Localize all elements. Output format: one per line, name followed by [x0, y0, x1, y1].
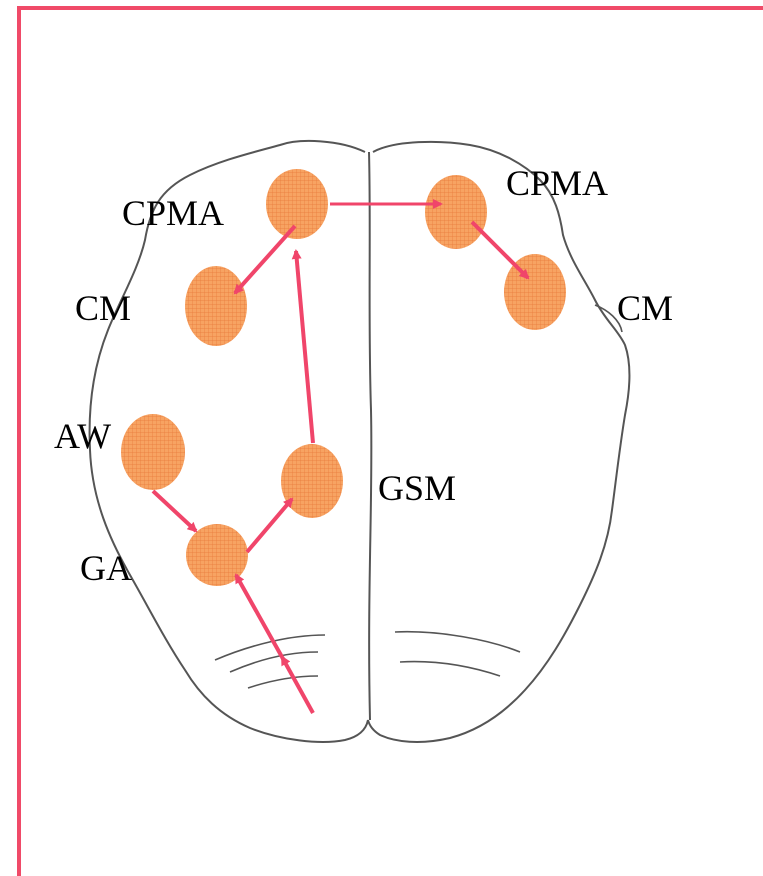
node-cpma-right — [425, 175, 487, 249]
label-cpma-right: CPMA — [506, 165, 608, 201]
arrow-aw-to-ga — [153, 491, 196, 531]
label-cm-left: CM — [75, 290, 131, 326]
label-gsm: GSM — [378, 470, 456, 506]
label-cm-right: CM — [617, 290, 673, 326]
arrow-input-to-ga-1 — [282, 657, 313, 713]
right-hemisphere-outline — [368, 142, 630, 742]
arrow-cpma-right-to-cm-right — [472, 222, 528, 278]
arrow-cpma-left-to-cm-left — [235, 226, 295, 293]
node-gsm — [281, 444, 343, 518]
node-aw — [121, 414, 185, 490]
left-fold-3 — [248, 676, 318, 688]
left-fold-2 — [230, 652, 318, 672]
arrow-ga-to-gsm — [247, 499, 292, 552]
right-fold-1 — [395, 632, 520, 652]
node-cpma-left — [266, 169, 328, 239]
node-cm-left — [185, 266, 247, 346]
central-fissure — [369, 152, 371, 720]
arrow-gsm-to-cpma-left — [296, 251, 313, 443]
right-fold-2 — [400, 662, 500, 676]
label-cpma-left: CPMA — [122, 195, 224, 231]
label-aw: AW — [54, 418, 111, 454]
label-ga: GA — [80, 550, 132, 586]
